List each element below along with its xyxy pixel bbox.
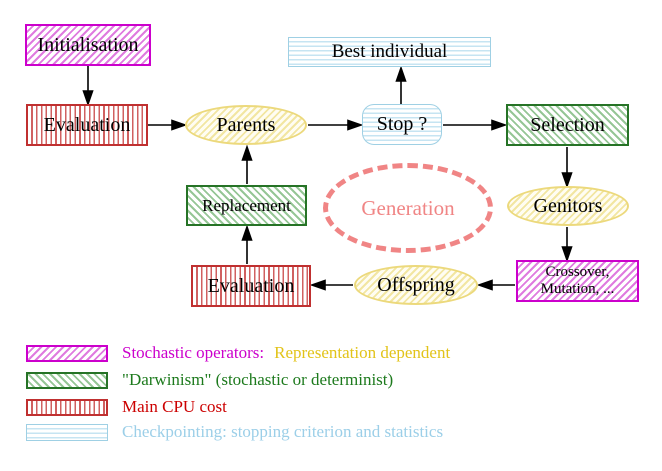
legend-label-darwinism: "Darwinism" (stochastic or determinist)	[122, 370, 394, 389]
node-genitors: Genitors	[507, 186, 629, 226]
arrow-stop-to-selection	[443, 119, 508, 131]
crossover-line2: Mutation, ...	[540, 281, 615, 297]
legend-label-representation-dependent: Representation dependent	[274, 343, 451, 362]
legend-swatch-magenta-hatch	[26, 344, 108, 362]
arrow-offspring-to-evaluation	[309, 279, 353, 291]
legend-label-stochastic-operators: Stochastic operators:	[122, 343, 265, 362]
node-offspring: Offspring	[354, 265, 478, 305]
legend-swatch-red-stripes	[26, 398, 108, 416]
legend-label-checkpointing: Checkpointing: stopping criterion and st…	[122, 422, 444, 441]
node-evaluation-top: Evaluation	[26, 104, 148, 146]
arrow-initialisation-to-evaluation	[82, 66, 94, 107]
legend-row-darwinism: "Darwinism" (stochastic or determinist)	[26, 370, 393, 390]
legend-label-main-cpu-cost: Main CPU cost	[122, 397, 227, 416]
arrow-evaluation-to-replacement	[241, 224, 253, 264]
arrow-stop-to-best-individual	[395, 65, 407, 104]
arrow-selection-to-genitors	[561, 147, 573, 189]
node-evaluation-bottom: Evaluation	[191, 265, 311, 307]
node-replacement: Replacement	[186, 185, 307, 226]
crossover-line1: Crossover,	[545, 264, 610, 280]
legend-swatch-green-hatch	[26, 371, 108, 389]
node-crossover-mutation: Crossover, Mutation, ...	[516, 260, 639, 302]
generation-loop-ellipse: Generation	[323, 163, 493, 253]
node-best-individual: Best individual	[288, 37, 491, 67]
arrow-parents-to-stop	[308, 119, 364, 131]
arrow-genitors-to-crossover	[561, 227, 573, 263]
legend-swatch-cyan-stripes	[26, 423, 108, 441]
legend-row-stochastic-operators: Stochastic operators: Representation dep…	[26, 343, 450, 363]
legend-row-checkpointing: Checkpointing: stopping criterion and st…	[26, 422, 443, 442]
legend-row-main-cpu-cost: Main CPU cost	[26, 397, 227, 417]
node-stop: Stop ?	[362, 104, 442, 145]
arrow-crossover-to-offspring	[476, 279, 515, 291]
node-initialisation: Initialisation	[25, 24, 151, 66]
node-parents: Parents	[185, 105, 307, 145]
arrow-evaluation-to-parents	[148, 119, 188, 131]
arrow-replacement-to-parents	[241, 144, 253, 184]
node-selection: Selection	[506, 104, 629, 146]
